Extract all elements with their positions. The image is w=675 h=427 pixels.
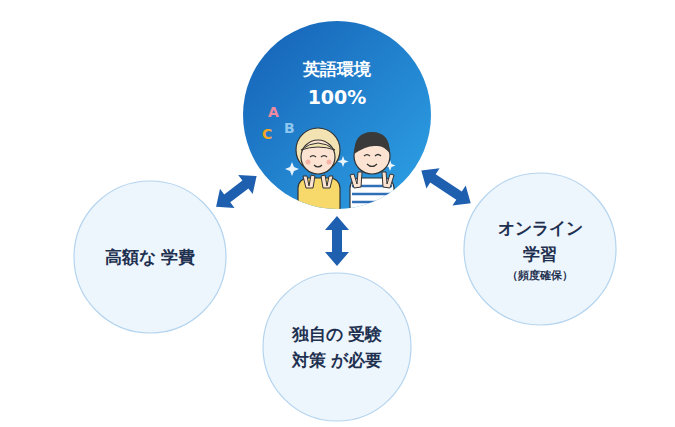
abc-letter: C [262, 126, 272, 142]
text-group: 独自の 受験対策 が必要 [262, 272, 412, 422]
node-title: 独自の 受験対策 が必要 [289, 321, 385, 374]
node-subtext: （頻度確保） [507, 268, 573, 283]
topic-circle: 高額な 学費 [73, 180, 227, 334]
double-arrow [216, 175, 257, 208]
node-title: オンライン 学習 [492, 215, 588, 268]
abc-letter: A [268, 104, 279, 120]
circle-outline [262, 272, 412, 422]
topic-circle: 独自の 受験対策 が必要 [262, 272, 412, 422]
double-arrow [325, 216, 349, 266]
node-title: 高額な 学費 [102, 244, 198, 270]
abc-letter: B [284, 120, 295, 136]
double-arrow [421, 168, 470, 205]
node-subtext: 100% [308, 82, 367, 112]
topic-circle: オンライン 学習（頻度確保） [463, 172, 617, 326]
text-group: オンライン 学習（頻度確保） [463, 172, 617, 326]
text-group: 高額な 学費 [73, 180, 227, 334]
node-title: 英語環境 [303, 58, 371, 82]
